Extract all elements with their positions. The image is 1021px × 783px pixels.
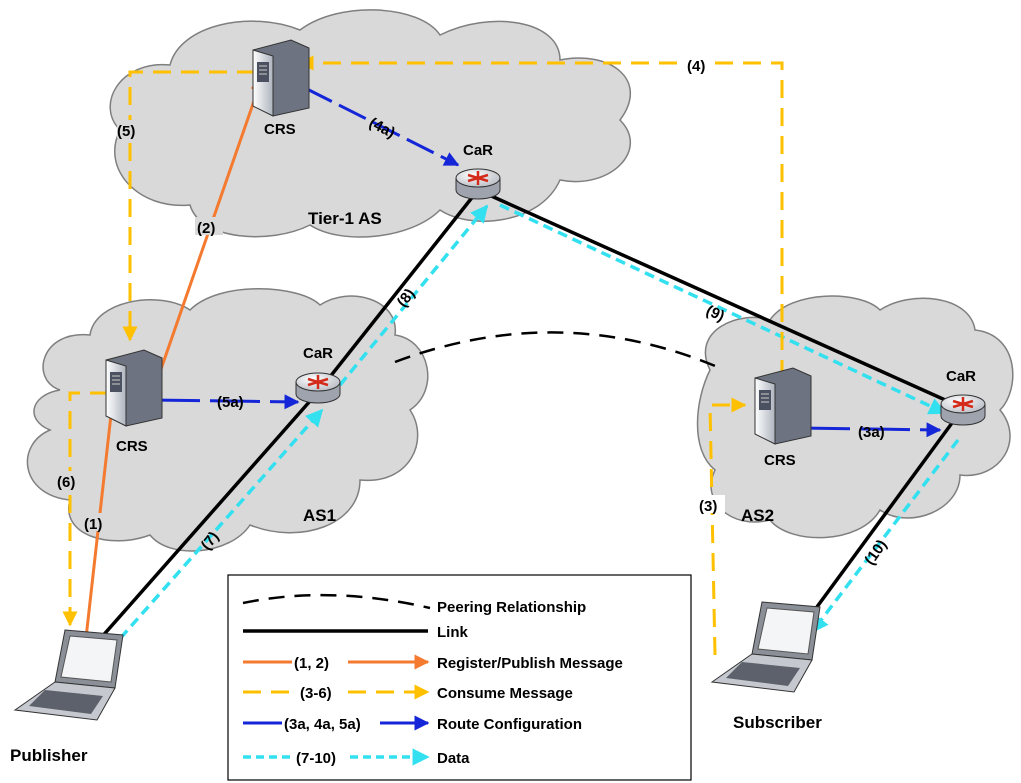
publisher-label: Publisher xyxy=(10,746,88,765)
route-paths xyxy=(149,86,942,438)
legend-data: Data xyxy=(437,750,470,767)
legend-link: Link xyxy=(437,624,468,641)
router-icon xyxy=(940,394,986,426)
router-icon xyxy=(455,168,501,200)
step-1-label: (1) xyxy=(84,516,102,533)
step-9-label: (9) xyxy=(703,302,727,325)
legend-register-tag: (1, 2) xyxy=(294,655,329,672)
crs-as1-label: CRS xyxy=(116,438,148,455)
legend-consume: Consume Message xyxy=(437,685,573,702)
step-5-label: (5) xyxy=(117,123,135,140)
step-3-label: (3) xyxy=(699,498,717,515)
subscriber-label: Subscriber xyxy=(733,713,822,732)
peering-arc xyxy=(394,331,721,370)
legend-peering: Peering Relationship xyxy=(437,599,586,616)
car-tier1-label: CaR xyxy=(463,142,493,159)
cloud-as2 xyxy=(696,295,1014,539)
car-as2-label: CaR xyxy=(946,368,976,385)
server-icon xyxy=(105,349,163,427)
step-6-label: (6) xyxy=(57,474,75,491)
step-4-label: (4) xyxy=(687,58,705,75)
data-paths xyxy=(108,203,960,652)
laptop-icon xyxy=(13,629,124,721)
tier1-as-label: Tier-1 AS xyxy=(308,209,382,228)
as1-label: AS1 xyxy=(303,506,336,525)
legend-data-tag: (7-10) xyxy=(296,750,336,767)
legend-route-tag: (3a, 4a, 5a) xyxy=(284,716,361,733)
consume-paths xyxy=(62,55,784,656)
legend-route: Route Configuration xyxy=(437,716,582,733)
crs-tier1-label: CRS xyxy=(264,121,296,138)
step-3a-label: (3a) xyxy=(858,424,885,441)
server-icon xyxy=(252,39,310,117)
laptop-icon xyxy=(710,601,821,693)
legend-register: Register/Publish Message xyxy=(437,655,623,672)
server-icon xyxy=(754,367,812,445)
router-icon xyxy=(295,372,341,404)
legend: Peering Relationship Link (1, 2) Registe… xyxy=(227,574,692,781)
step-2-label: (2) xyxy=(197,220,215,237)
step-5a-label: (5a) xyxy=(217,394,244,411)
links xyxy=(90,188,965,650)
car-as1-label: CaR xyxy=(303,345,333,362)
as2-label: AS2 xyxy=(741,506,774,525)
crs-as2-label: CRS xyxy=(764,452,796,469)
legend-consume-tag: (3-6) xyxy=(300,685,332,702)
